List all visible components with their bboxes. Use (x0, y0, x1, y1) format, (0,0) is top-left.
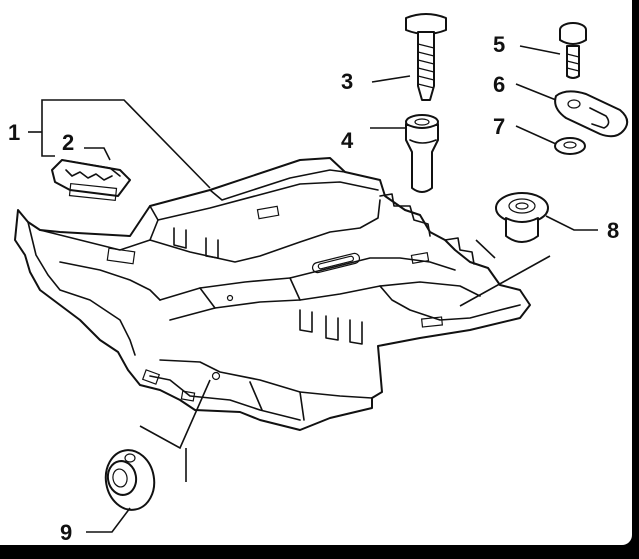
plug-insert (370, 114, 439, 193)
exploded-parts-diagram: 1 2 3 4 5 6 7 8 9 (8, 13, 629, 545)
diagram-paper: 1 2 3 4 5 6 7 8 9 (0, 0, 632, 545)
callout-labels: 1 2 3 4 5 6 7 8 9 (8, 32, 619, 545)
callout-1-leader (28, 99, 211, 189)
undertray-panel (14, 157, 531, 431)
callout-3: 3 (341, 69, 353, 94)
callout-8: 8 (607, 218, 619, 243)
callout-9: 9 (60, 520, 72, 545)
fixing-screw (371, 13, 447, 101)
callout-1: 1 (8, 120, 20, 145)
bracket-plate (515, 83, 629, 138)
callout-4: 4 (341, 128, 354, 153)
callout-5: 5 (493, 32, 505, 57)
washer (515, 125, 586, 155)
callout-2: 2 (62, 130, 74, 155)
short-screw (519, 22, 587, 79)
panel-clip (51, 147, 131, 202)
callout-6: 6 (493, 72, 505, 97)
rubber-grommet-lower (86, 449, 156, 533)
panel-leader-lines (139, 239, 551, 482)
rubber-grommet (495, 192, 598, 243)
callout-7: 7 (493, 114, 505, 139)
